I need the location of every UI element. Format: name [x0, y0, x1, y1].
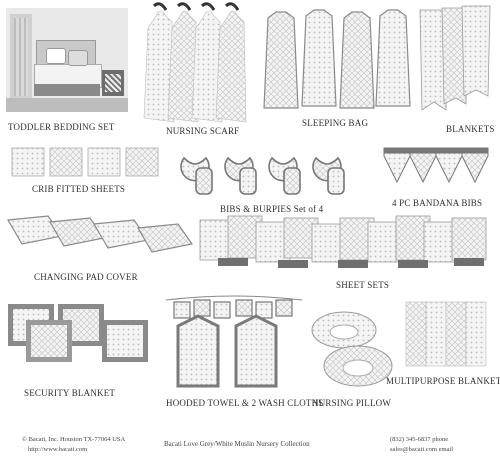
- crib-sheets-image: [11, 147, 159, 177]
- changing-pad-image: [7, 215, 194, 253]
- sheet-sets-image: [199, 215, 487, 268]
- nursing-scarf-image: [143, 2, 247, 123]
- blankets-label: BLANKETS: [446, 124, 495, 134]
- crib-sheets-label: CRIB FITTED SHEETS: [32, 184, 126, 194]
- toddler-bedding-label: TODDLER BEDDING SET: [8, 122, 115, 132]
- sleeping-bag-image: [263, 9, 411, 109]
- footer-email[interactable]: sales@bacati.com email: [390, 446, 454, 453]
- multipurpose-blankets-image: [405, 301, 487, 367]
- nursing-scarf-label: NURSING SCARF: [166, 126, 240, 136]
- footer-copyright: © Bacati, Inc. Houston TX-77064 USA: [22, 436, 126, 443]
- security-blanket-image: [8, 304, 148, 362]
- security-blanket-label: SECURITY BLANKET: [24, 388, 116, 398]
- multipurpose-blankets-label: MULTIPURPOSE BLANKETS: [386, 376, 500, 386]
- hooded-towel-image: [165, 295, 303, 388]
- footer-website[interactable]: http://www.bacati.com: [28, 446, 88, 453]
- bibs-burpies-image: [180, 156, 345, 195]
- toddler-bedding-photo: [6, 8, 128, 112]
- footer-collection: Bacati Love Grey/White Muslin Nursery Co…: [164, 440, 310, 448]
- nursing-pillow-label: NURSING PILLOW: [312, 398, 392, 408]
- hooded-towel-label: HOODED TOWEL & 2 WASH CLOTHS: [166, 398, 324, 408]
- bandana-bibs-image: [383, 147, 489, 184]
- bibs-burpies-label: BIBS & BURPIES Set of 4: [220, 204, 324, 214]
- footer-phone: (832) 345-6837 phone: [390, 436, 449, 443]
- blankets-image: [419, 5, 491, 111]
- changing-pad-label: CHANGING PAD COVER: [34, 272, 138, 282]
- sheet-sets-label: SHEET SETS: [336, 280, 390, 290]
- sleeping-bag-label: SLEEPING BAG: [302, 118, 369, 128]
- bandana-bibs-label: 4 PC BANDANA BIBS: [392, 198, 483, 208]
- nursing-pillow-image: [311, 311, 393, 387]
